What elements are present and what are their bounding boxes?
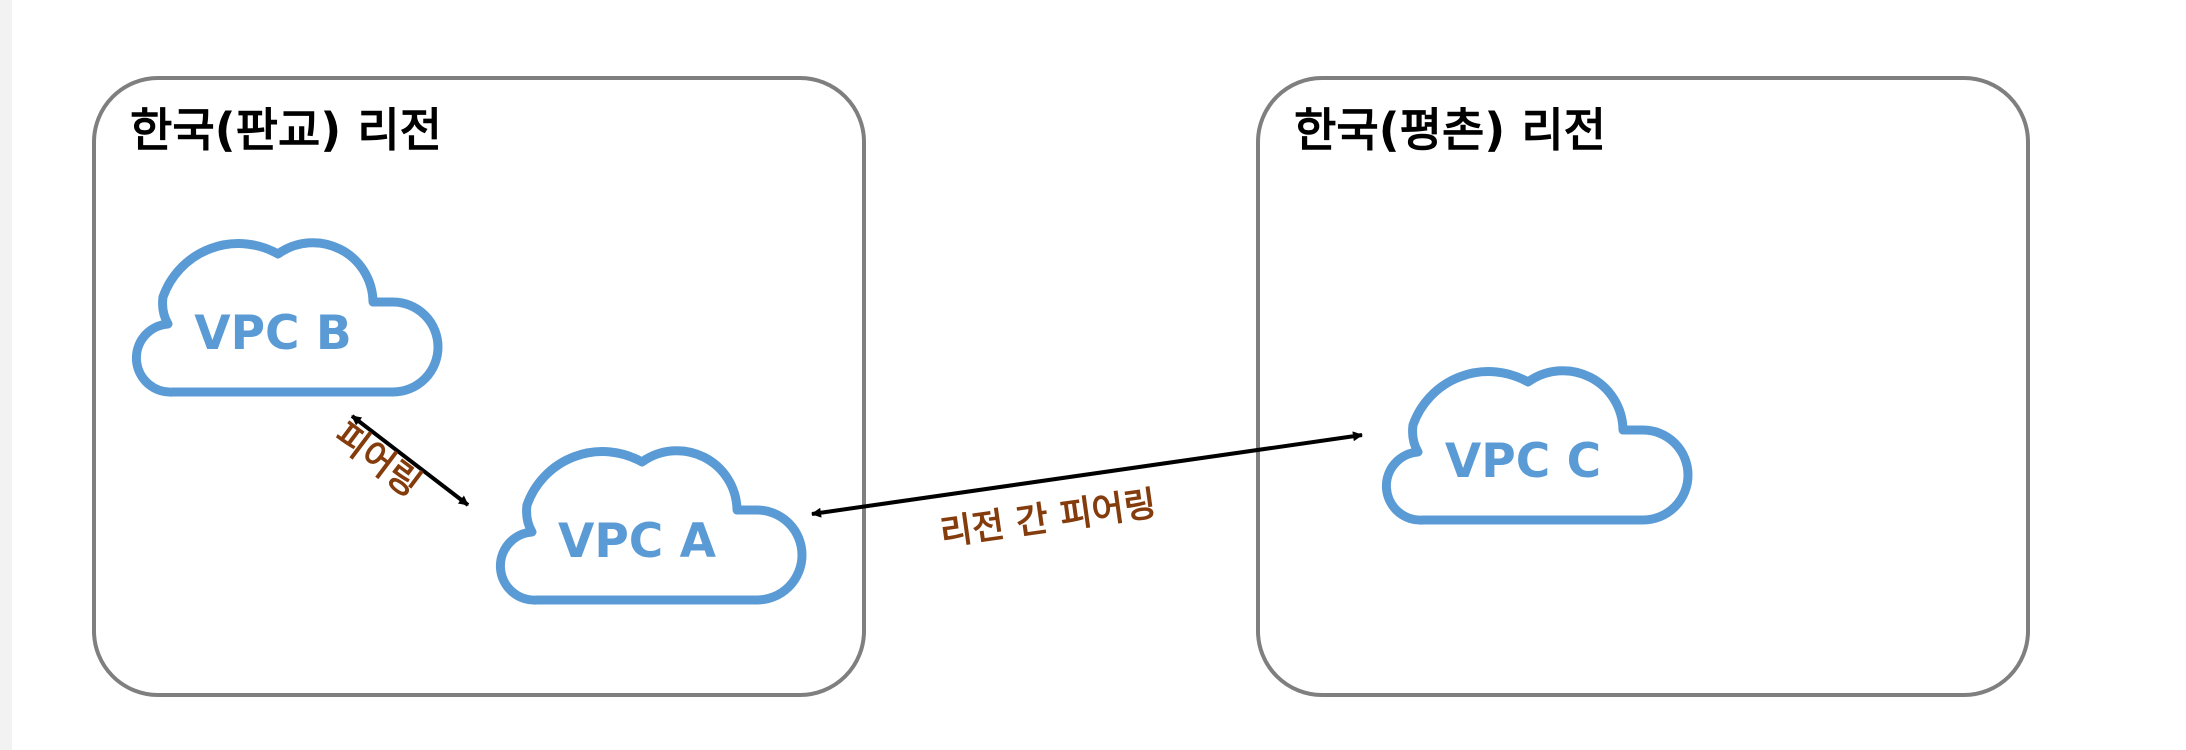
vpc-b-node: VPC B (136, 243, 438, 392)
left-edge-shade (0, 0, 12, 750)
region-border-pangyo (92, 76, 866, 697)
region-title-pyeongchon: 한국(평촌) 리전 (1294, 103, 1606, 157)
region-title-pangyo: 한국(판교) 리전 (130, 103, 442, 157)
vpc-a-node: VPC A (500, 451, 802, 600)
vpc-a-label: VPC A (558, 514, 717, 569)
region-box-pyeongchon: 한국(평촌) 리전 (1256, 76, 2030, 697)
peering-arrow (350, 414, 470, 507)
vpc-c-node: VPC C (1386, 371, 1688, 520)
inter-region-peering-arrow (811, 431, 1363, 518)
region-box-pangyo: 한국(판교) 리전 (92, 76, 866, 697)
vpc-c-label: VPC C (1445, 434, 1601, 489)
region-border-pyeongchon (1256, 76, 2030, 697)
inter-region-peering-label: 리전 간 피어링 (938, 484, 1159, 554)
vpc-b-label: VPC B (194, 306, 352, 361)
